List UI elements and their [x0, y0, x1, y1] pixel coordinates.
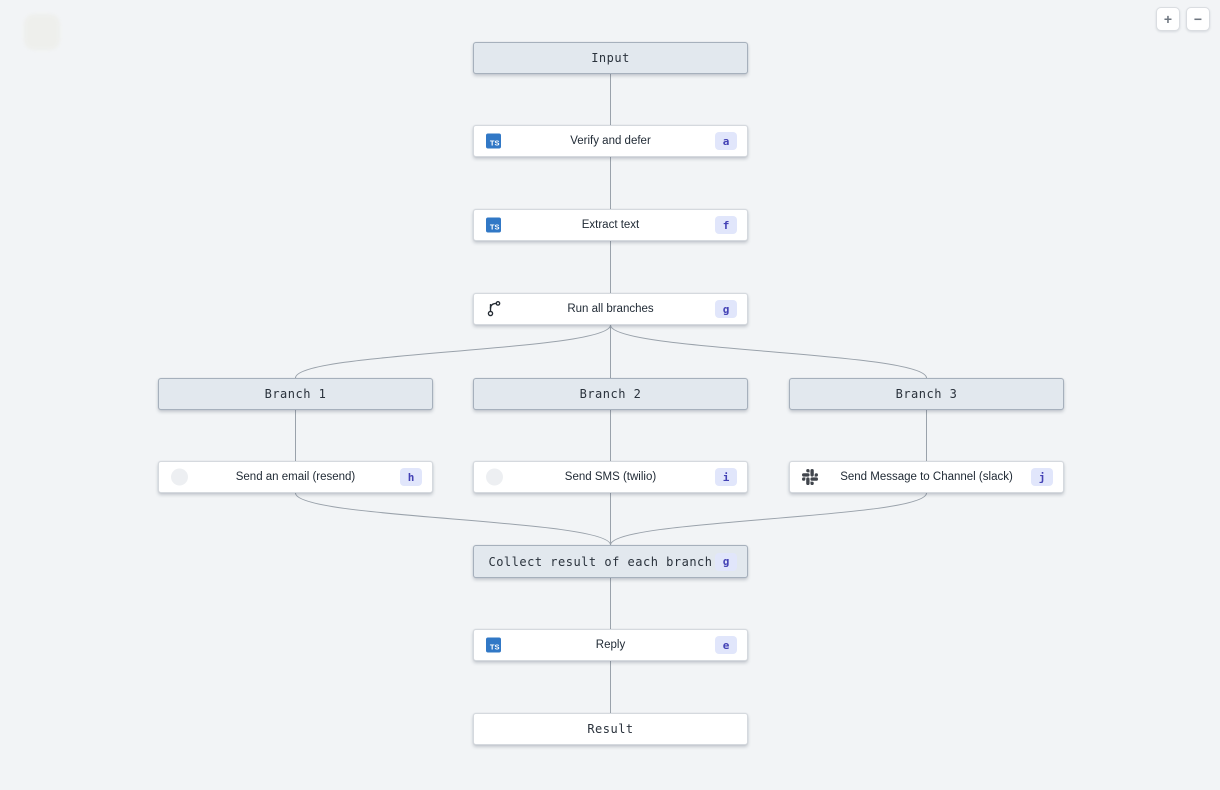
- typescript-icon-text: TS: [486, 637, 501, 653]
- node-branch-2[interactable]: Branch 2: [473, 378, 748, 410]
- task-badge: f: [715, 216, 737, 234]
- edge: [610, 492, 927, 546]
- edge: [295, 492, 611, 546]
- node-label: Verify and defer: [570, 135, 651, 147]
- task-badge: g: [715, 552, 737, 571]
- node-result[interactable]: Result: [473, 713, 748, 745]
- node-label: Input: [591, 51, 630, 65]
- node-run-all-branches[interactable]: Run all branches g: [473, 293, 748, 325]
- edge: [295, 324, 611, 379]
- twilio-icon: [486, 468, 503, 486]
- node-label: Run all branches: [567, 303, 654, 315]
- node-branch-1[interactable]: Branch 1: [158, 378, 433, 410]
- node-send-sms-twilio[interactable]: Send SMS (twilio) i: [473, 461, 748, 493]
- slack-icon: [802, 469, 818, 485]
- node-label: Reply: [595, 639, 626, 651]
- node-label: Branch 2: [579, 387, 642, 401]
- typescript-icon: TS: [486, 133, 501, 149]
- resend-icon: [171, 468, 188, 486]
- typescript-icon-text: TS: [486, 217, 501, 233]
- edge: [610, 324, 927, 379]
- node-branch-3[interactable]: Branch 3: [789, 378, 1064, 410]
- node-collect-result-of-each-branch[interactable]: Collect result of each branch g: [473, 545, 748, 578]
- zoom-controls: + −: [1156, 7, 1210, 31]
- node-reply[interactable]: TS Reply e: [473, 629, 748, 661]
- branch-icon: [486, 300, 504, 318]
- node-label: Send SMS (twilio): [564, 471, 657, 483]
- node-extract-text[interactable]: TS Extract text f: [473, 209, 748, 241]
- task-badge: g: [715, 300, 737, 318]
- node-label: Result: [587, 722, 634, 736]
- node-input[interactable]: Input: [473, 42, 748, 74]
- task-badge: j: [1031, 468, 1053, 486]
- watermark-logo: [24, 14, 60, 50]
- node-label: Collect result of each branch: [488, 554, 713, 569]
- node-label: Extract text: [581, 219, 640, 231]
- task-badge: e: [715, 636, 737, 654]
- zoom-out-button[interactable]: −: [1186, 7, 1210, 31]
- task-badge: h: [400, 468, 422, 486]
- node-verify-and-defer[interactable]: TS Verify and defer a: [473, 125, 748, 157]
- node-label: Branch 3: [895, 387, 958, 401]
- node-label: Branch 1: [264, 387, 327, 401]
- node-label: Send an email (resend): [235, 471, 356, 483]
- typescript-icon: TS: [486, 217, 501, 233]
- task-badge: a: [715, 132, 737, 150]
- node-send-message-to-channel-slack[interactable]: Send Message to Channel (slack) j: [789, 461, 1064, 493]
- typescript-icon-text: TS: [486, 133, 501, 149]
- node-send-an-email-resend[interactable]: Send an email (resend) h: [158, 461, 433, 493]
- zoom-in-button[interactable]: +: [1156, 7, 1180, 31]
- typescript-icon: TS: [486, 637, 501, 653]
- task-badge: i: [715, 468, 737, 486]
- node-label: Send Message to Channel (slack): [840, 471, 1013, 483]
